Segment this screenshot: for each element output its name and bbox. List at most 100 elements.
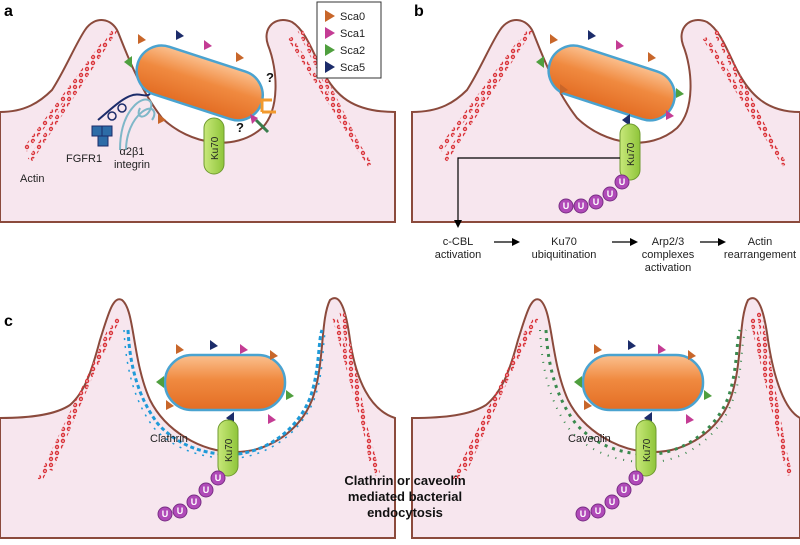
question-mark: ?: [266, 70, 274, 85]
legend-label-sca5: Sca5: [340, 62, 365, 74]
ku70-label: Ku70: [626, 142, 637, 166]
fgfr1-receptor: [91, 93, 151, 147]
sca2-marker: [124, 56, 132, 68]
pathway-step-4-line-2: rearrangement: [724, 249, 796, 261]
ubiquitin-label: U: [593, 197, 600, 207]
legend-swatch-sca1: [325, 27, 335, 39]
ubiquitin-chain-b: U U U U U: [558, 174, 630, 214]
pathway-arrow-head: [512, 238, 520, 246]
caption-line-3: endocytosis: [367, 505, 443, 520]
ubiquitin: [186, 494, 202, 510]
sca2-marker: [536, 56, 544, 68]
sca2-marker: [704, 390, 712, 400]
unknown-receptor-green: [250, 114, 270, 134]
actin-filament: [437, 40, 523, 152]
ubiquitin: [198, 482, 214, 498]
ku70-label: Ku70: [224, 438, 235, 462]
sca5-marker: [588, 30, 596, 40]
sca0-marker: [166, 400, 174, 410]
pathway-step-1-line-2: activation: [435, 249, 481, 261]
bacterium-c-right: [581, 353, 705, 412]
ku70-label: Ku70: [642, 438, 653, 462]
ku70-c-left: Ku70: [217, 419, 239, 477]
fgfr1-label: FGFR1: [66, 153, 102, 165]
integrin-label-2: integrin: [114, 159, 150, 171]
ubiquitin-label: U: [563, 201, 570, 211]
ubiquitin: [157, 506, 173, 522]
signal-arrow-line: [457, 157, 620, 222]
ubiquitin-label: U: [607, 189, 614, 199]
ubiquitin: [628, 470, 644, 486]
ubiquitin: [573, 198, 589, 214]
ubiquitin-label: U: [609, 497, 616, 507]
clathrin-coat: [126, 329, 324, 456]
caption-line-1: Clathrin or caveolin: [344, 473, 465, 488]
sca2-marker: [676, 88, 684, 98]
pathway: c-CBL activation Ku70 ubiquitination Arp…: [435, 236, 796, 274]
actin-filament: [47, 329, 113, 471]
pathway-step-2-line-2: ubiquitination: [532, 249, 597, 261]
pathway-step-2-line-1: Ku70: [551, 236, 577, 248]
sca5-marker: [210, 340, 218, 350]
ubiquitin-label: U: [580, 509, 587, 519]
actin-filament: [462, 328, 531, 472]
ku70-b: Ku70: [619, 123, 641, 181]
pathway-step-1-line-1: c-CBL: [443, 236, 474, 248]
unknown-receptor-orange: [260, 98, 276, 114]
ubiquitin: [616, 482, 632, 498]
sca0-marker: [560, 84, 568, 94]
sca1-marker: [658, 344, 666, 354]
sca0-marker: [176, 344, 184, 354]
caption-line-2: mediated bacterial: [348, 489, 462, 504]
sca1-marker: [666, 110, 674, 120]
question-mark: ?: [236, 120, 244, 135]
pathway-step-3-line-1: Arp2/3: [652, 236, 684, 248]
ubiquitin: [588, 194, 604, 210]
pathway-step-3-line-2: complexes: [642, 249, 695, 261]
panel-a: ? ? Ku70 FGFR1 α2β1 integrin Actin a: [0, 3, 396, 223]
actin-filaments-c-right: [452, 311, 793, 482]
actin-filaments-b: [437, 28, 788, 167]
sca0-marker: [236, 52, 244, 62]
panel-letter-b: b: [414, 3, 424, 20]
ubiquitin-chain-c-right: U U U U U: [575, 470, 644, 522]
sca5-marker: [628, 340, 636, 350]
pathway-arrow-head: [630, 238, 638, 246]
ubiquitin: [602, 186, 618, 202]
sca0-marker: [550, 34, 558, 44]
panel-letter-a: a: [4, 3, 13, 20]
actin-filament: [339, 311, 375, 463]
ubiquitin-label: U: [203, 485, 210, 495]
ubiquitin: [575, 506, 591, 522]
ubiquitin-label: U: [162, 509, 169, 519]
sca1-marker: [616, 40, 624, 50]
legend-swatch-sca5: [325, 61, 335, 73]
sca2-marker: [286, 390, 294, 400]
legend-label-sca2: Sca2: [340, 45, 365, 57]
sca2-marker: [156, 376, 164, 388]
caption: Clathrin or caveolin mediated bacterial …: [344, 473, 465, 520]
actin-filament: [756, 311, 789, 463]
sca5-marker: [622, 114, 630, 126]
ubiquitin: [614, 174, 630, 190]
sca0-marker: [594, 344, 602, 354]
sca0-marker: [648, 52, 656, 62]
pathway-step-3-line-3: activation: [645, 262, 691, 274]
actin-filaments-a: [22, 28, 373, 167]
sca2-marker: [574, 376, 582, 388]
ku70-c-right: Ku70: [635, 419, 657, 477]
ubiquitin-label: U: [595, 506, 602, 516]
ubiquitin-label: U: [621, 485, 628, 495]
sca1-marker: [268, 414, 276, 424]
sca1-marker: [240, 344, 248, 354]
sca1-marker: [686, 414, 694, 424]
bacterium-c-left: [163, 353, 287, 412]
ubiquitin: [172, 503, 188, 519]
panel-c-clathrin: Ku70 U U U U U Clathrin c: [0, 297, 396, 539]
ubiquitin: [604, 494, 620, 510]
pathway-arrow-head: [718, 238, 726, 246]
panel-letter-c: c: [4, 313, 13, 330]
surface-proteins-b: [536, 30, 684, 126]
legend: Sca0 Sca1 Sca2 Sca5: [316, 1, 382, 79]
